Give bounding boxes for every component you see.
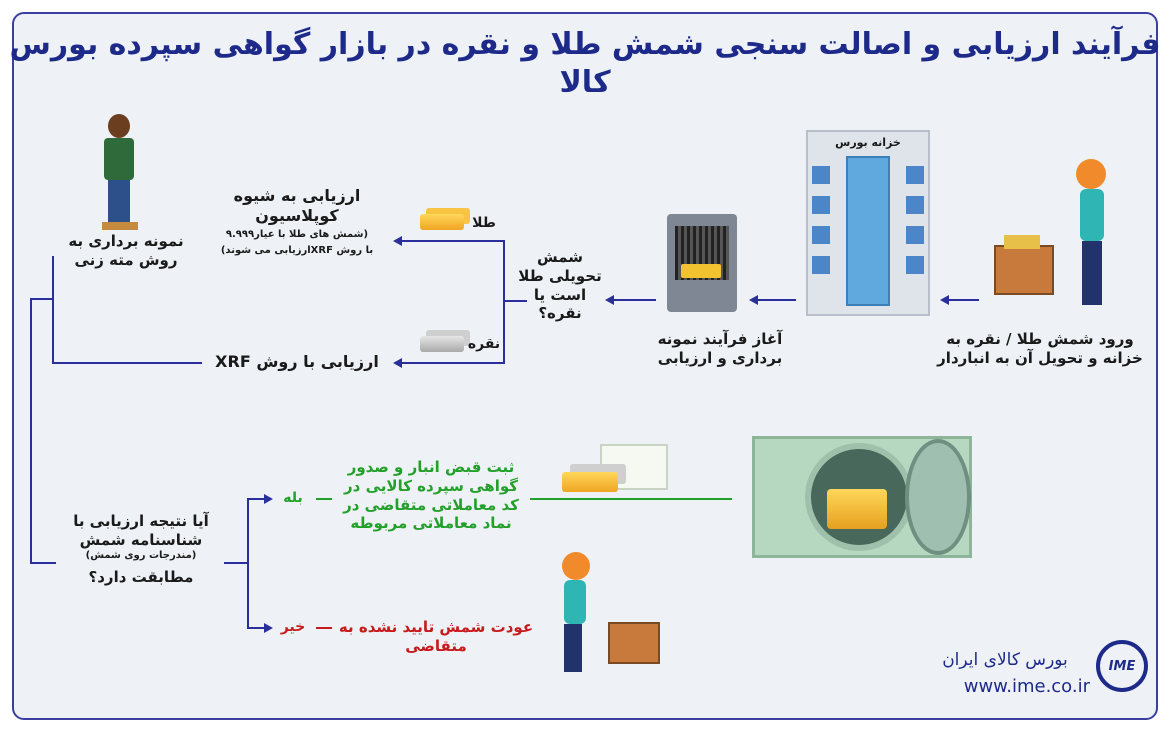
question-gold-or-silver: شمش تحویلی طلا است یا نقره؟ (518, 248, 602, 323)
gold-note-1: (شمش های طلا با عیار۹.۹۹۹ (225, 229, 369, 240)
answer-no: خیر (280, 619, 306, 635)
drill-sampling: نمونه برداری به روش مته زنی (68, 232, 184, 269)
gold-evaluation-block: ارزیابی به شیوه کوپلاسیون (شمش های طلا ب… (204, 186, 390, 257)
no-result: عودت شمش تایید نشده به متقاضی (338, 618, 534, 655)
gold-stack-icon (562, 472, 618, 492)
footer-org-name: بورس کالای ایران (942, 650, 1068, 670)
ime-logo-text: IME (1108, 658, 1136, 674)
gold-label: طلا (472, 215, 496, 231)
silver-bars-icon (420, 336, 464, 352)
treasury-building: خزانه بورس (806, 130, 930, 316)
ime-logo: IME (1096, 640, 1148, 692)
page-title: فرآیند ارزیابی و اصالت سنجی شمش طلا و نق… (9, 27, 1161, 100)
step-entry: ورود شمش طلا / نقره به خزانه و تحویل آن … (937, 330, 1143, 367)
step-start-sampling: آغاز فرآیند نمونه برداری و ارزیابی (657, 330, 783, 367)
footer-url[interactable]: www.ime.co.ir (963, 676, 1090, 697)
worker-returning-cart-icon (540, 548, 664, 676)
xray-scanner (667, 214, 737, 312)
match-question-line1: آیا نتیجه ارزیابی با شناسنامه شمش (73, 512, 209, 549)
gold-bars-icon (420, 214, 464, 230)
gold-note-2: با روش XRFارزیابی می شوند) (220, 244, 374, 256)
treasury-sign: خزانه بورس (835, 136, 901, 149)
silver-label: نقره (467, 336, 501, 352)
gold-evaluation: ارزیابی به شیوه کوپلاسیون (233, 186, 361, 225)
silver-evaluation: ارزیابی با روش XRF (215, 352, 379, 371)
match-question-line2: مطابقت دارد؟ (88, 568, 194, 586)
answer-yes: بله (283, 490, 303, 506)
yes-result: ثبت قبض انبار و صدور گواهی سپرده کالایی … (343, 458, 519, 533)
match-question-note: (مندرجات روی شمش) (85, 549, 197, 561)
inspector-person-icon (96, 112, 152, 232)
vault-icon (752, 436, 972, 558)
worker-with-cart-icon (990, 155, 1140, 315)
match-question: آیا نتیجه ارزیابی با شناسنامه شمش (مندرج… (56, 512, 226, 587)
